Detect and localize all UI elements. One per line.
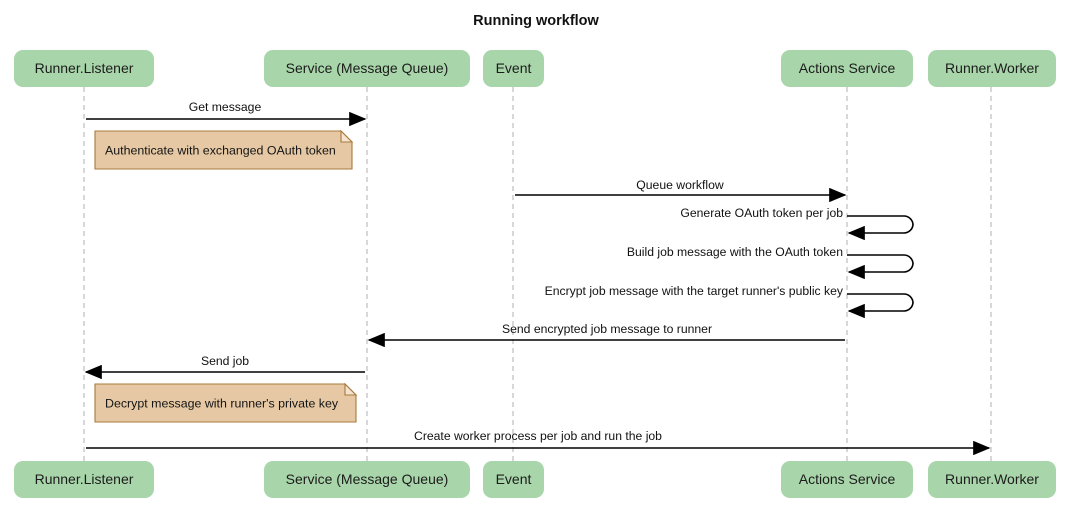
participant-box bbox=[928, 461, 1056, 498]
message-label: Create worker process per job and run th… bbox=[414, 429, 662, 443]
participant-box bbox=[483, 461, 544, 498]
participant-runner-worker-top[interactable]: Runner.Worker bbox=[928, 50, 1056, 87]
note-text: Authenticate with exchanged OAuth token bbox=[105, 143, 336, 157]
msg-queue-workflow[interactable]: Queue workflow bbox=[515, 178, 847, 203]
msg-get-message[interactable]: Get message bbox=[86, 100, 367, 127]
participant-label: Event bbox=[496, 471, 532, 487]
participant-box bbox=[781, 461, 913, 498]
note-fold-corner-icon bbox=[340, 129, 354, 143]
participant-label: Runner.Listener bbox=[35, 471, 134, 487]
participant-box bbox=[264, 461, 470, 498]
self-message-arrow bbox=[847, 215, 914, 241]
participant-label: Runner.Listener bbox=[35, 60, 134, 76]
msg-build-job-message[interactable]: Build job message with the OAuth token bbox=[627, 245, 914, 280]
message-label: Send job bbox=[201, 354, 249, 368]
participant-box bbox=[14, 50, 154, 87]
msg-generate-token[interactable]: Generate OAuth token per job bbox=[680, 206, 914, 241]
participant-runner-listener-bottom[interactable]: Runner.Listener bbox=[14, 461, 154, 498]
participant-runner-listener-top[interactable]: Runner.Listener bbox=[14, 50, 154, 87]
note-body bbox=[94, 130, 353, 170]
participant-box bbox=[483, 50, 544, 87]
message-label: Generate OAuth token per job bbox=[680, 206, 843, 220]
message-label: Queue workflow bbox=[636, 178, 724, 192]
msg-encrypt-job-message[interactable]: Encrypt job message with the target runn… bbox=[545, 284, 914, 319]
msg-send-job[interactable]: Send job bbox=[84, 354, 365, 380]
participant-actions-service-top[interactable]: Actions Service bbox=[781, 50, 913, 87]
self-message-arrow bbox=[847, 293, 914, 319]
message-label: Get message bbox=[189, 100, 262, 114]
message-label: Build job message with the OAuth token bbox=[627, 245, 843, 259]
note-body bbox=[94, 383, 357, 423]
participant-label: Event bbox=[496, 60, 532, 76]
msg-send-encrypted-job[interactable]: Send encrypted job message to runner bbox=[367, 322, 845, 348]
participant-event-bottom[interactable]: Event bbox=[483, 461, 544, 498]
participant-label: Actions Service bbox=[799, 60, 896, 76]
participant-label: Runner.Worker bbox=[945, 471, 1039, 487]
page-title: Running workflow bbox=[473, 13, 599, 29]
participant-box bbox=[928, 50, 1056, 87]
participant-box bbox=[14, 461, 154, 498]
participant-box bbox=[264, 50, 470, 87]
participant-actions-service-bottom[interactable]: Actions Service bbox=[781, 461, 913, 498]
participant-service-mq-bottom[interactable]: Service (Message Queue) bbox=[264, 461, 470, 498]
participant-label: Runner.Worker bbox=[945, 60, 1039, 76]
participant-label: Service (Message Queue) bbox=[286, 60, 449, 76]
notes-layer: Authenticate with exchanged OAuth tokenD… bbox=[94, 129, 358, 423]
participant-event-top[interactable]: Event bbox=[483, 50, 544, 87]
message-label: Send encrypted job message to runner bbox=[502, 322, 712, 336]
participant-label: Actions Service bbox=[799, 471, 896, 487]
note-text: Decrypt message with runner's private ke… bbox=[105, 396, 339, 410]
participant-box bbox=[781, 50, 913, 87]
participant-label: Service (Message Queue) bbox=[286, 471, 449, 487]
message-label: Encrypt job message with the target runn… bbox=[545, 284, 844, 298]
self-message-arrow bbox=[847, 254, 914, 280]
participant-service-mq-top[interactable]: Service (Message Queue) bbox=[264, 50, 470, 87]
note-fold-corner-icon bbox=[344, 382, 358, 396]
note-authenticate[interactable]: Authenticate with exchanged OAuth token bbox=[94, 129, 354, 170]
note-decrypt[interactable]: Decrypt message with runner's private ke… bbox=[94, 382, 358, 423]
participant-runner-worker-bottom[interactable]: Runner.Worker bbox=[928, 461, 1056, 498]
msg-create-worker-process[interactable]: Create worker process per job and run th… bbox=[86, 429, 991, 456]
